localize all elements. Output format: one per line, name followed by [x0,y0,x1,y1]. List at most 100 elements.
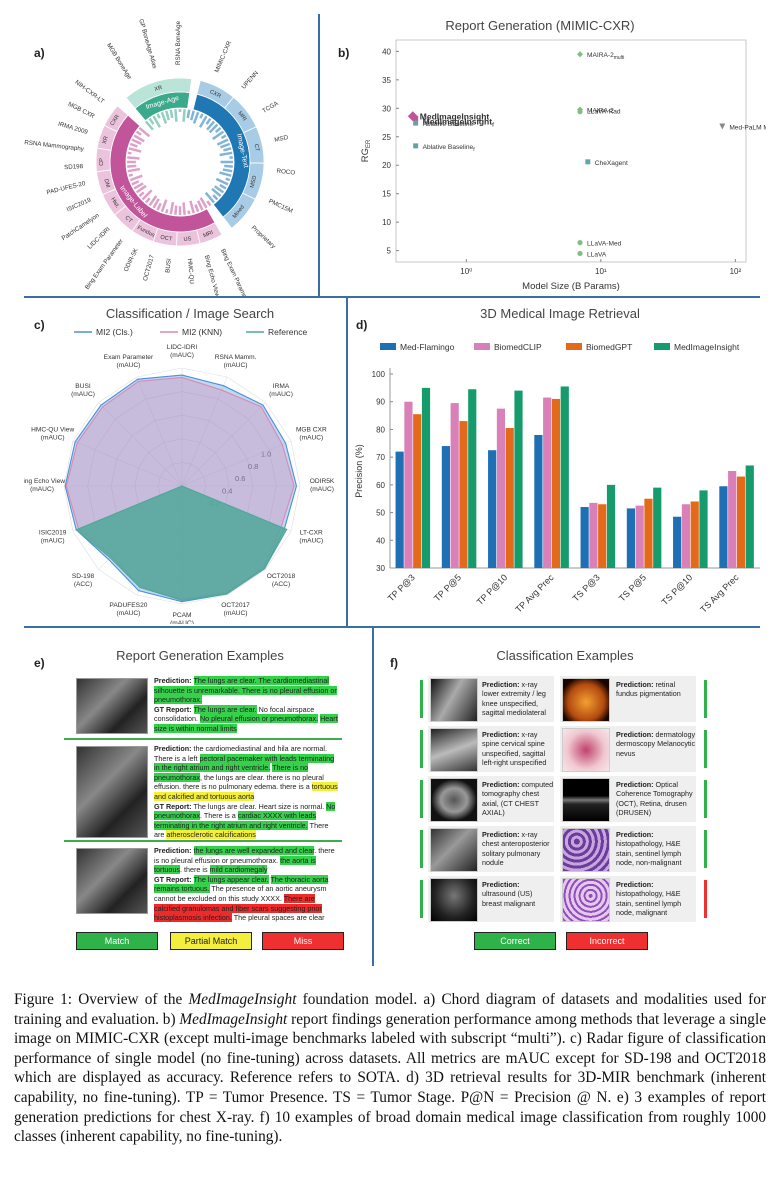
chord-outer-label: GP BoneAge Atlas [137,18,158,69]
scatter-ytick-label: 25 [382,133,391,142]
radar-spoke [72,440,183,487]
classification-prediction: Prediction: x-ray chest anteroposterior … [482,830,554,868]
report-segment: No pleural effusion or pneumothorax. [199,714,319,724]
medical-image-thumbnail [430,828,478,872]
radar-legend-label: MI2 (Cls.) [96,327,133,337]
report-segment: mild cardiomegaly [209,865,268,875]
chord-outer-label: RSNA Mammography [24,139,85,153]
figure-caption: Figure 1: Overview of the MedImageInsigh… [14,990,766,1147]
scatter-ytick-label: 30 [382,104,391,113]
scatter-point-label-sub: f [473,147,475,153]
radar-axis-metric: (mAUC) [310,486,334,493]
report-segment: . there is no pleural effusion or pneumo… [154,846,335,865]
report-text: Prediction: The lungs are clear. The car… [154,676,340,734]
prediction-text: Optical Coherence Tomography (OCT), Reti… [616,780,693,818]
gt-report-label: GT Report: [154,874,194,884]
chord-bar [224,164,233,168]
radar-axis-label: SD-198 [72,573,95,580]
medical-image-thumbnail [562,828,610,872]
radar-axis-metric: (mAUC) [117,610,141,617]
gt-report-label: GT Report: [154,801,194,811]
chord-outer-label: MIMIC-CXR [214,40,234,74]
medical-image-thumbnail [562,678,610,722]
panel-a-label: a) [34,46,45,60]
chord-ring-label: CXR [109,114,121,127]
chord-bar [182,202,186,215]
bar-category-label: TS P@5 [617,572,648,603]
gt-report-label: GT Report: [154,704,194,714]
report-segment: No focal airspace consolidation. [154,704,315,724]
prediction-text: histopathology, H&E stain, sentinel lymp… [616,889,682,918]
radar-axis-metric: (mAUC) [224,610,248,617]
chord-outer-label: IRMA 2009 [57,121,89,137]
chord-outer-label: Bing Exam Parameter [219,248,251,296]
correct-indicator [420,880,423,918]
medical-image-thumbnail [562,728,610,772]
chord-bar [212,130,225,141]
panel-f-label: f) [390,656,398,670]
correct-indicator [420,830,423,868]
radar-axis-metric: (mAUC) [71,391,95,398]
scatter-point [577,51,584,58]
chord-bar [169,109,174,119]
scatter-point-label: CheXagent [595,160,628,167]
scatter-point-label: MedImageInsightf [423,117,494,129]
radar-legend-label: MI2 (KNN) [182,327,222,337]
classification-prediction: Prediction: x-ray spine cervical spine u… [482,730,554,768]
radar-axis-label: OCT2018 [267,573,296,580]
scatter-ytick-label: 40 [382,47,391,56]
report-segment: The lungs are clear. [193,704,257,714]
bar [450,403,459,568]
chord-bar [211,187,222,198]
chord-bar [133,134,145,143]
highlight-legend-miss: Miss [262,932,344,950]
chord-bar [152,115,162,128]
radar-axis-metric: (mAUC) [117,362,141,369]
chord-bar [144,197,151,204]
chord-bar [131,180,140,186]
scatter-point [413,143,419,149]
correct-indicator [704,830,707,868]
radar-tick-label: 0.6 [235,474,245,483]
chord-bar [219,183,227,190]
report-segment: atherosclerotic calcifications [166,830,256,840]
chord-ring-label: XR [102,136,110,145]
radar-spoke [181,402,266,487]
chord-bar [223,147,232,152]
chord-bar [135,184,147,194]
chord-ring-age [125,77,193,109]
chord-outer-label: Bing Echo View [203,254,221,296]
chord-bar [152,198,160,209]
chord-ring-text [222,192,256,229]
bar-legend-swatch [380,343,396,350]
scatter-frame [395,39,747,263]
chord-bar [212,194,219,201]
bar [413,414,422,568]
prediction-text: dermatology dermoscopy Melanocytic nevus [616,730,696,758]
bar [644,498,653,568]
chord-outer-label: PMC15M [267,198,293,215]
chord-outer-label: OCT2017 [142,254,156,282]
prediction-label: Prediction: [482,830,520,839]
scatter-point-label: Med-PaLM M [729,125,766,132]
classification-prediction: Prediction: Optical Coherence Tomography… [616,780,698,818]
bar [496,408,506,568]
radar-axis-metric: (mAUC) [299,435,323,442]
radar-axis-metric: (mAUC) [269,391,293,398]
bar-category-label: TS P@10 [660,572,695,607]
medical-image-thumbnail [430,678,478,722]
prediction-label: Prediction: [154,744,194,753]
chord-bar [199,197,208,209]
radar-spoke [136,376,183,487]
chord-bar [205,117,212,125]
radar-axis-label: Exam Parameter [104,354,154,361]
radar-axis-metric: (mAUC) [170,352,194,359]
bar [404,401,413,568]
chord-bar [127,164,137,168]
report-text: Prediction: the lungs are well expanded … [154,846,340,923]
correct-indicator [420,730,423,768]
bar-category-label: TS Avg Prec [698,572,741,615]
bar-ytick-label: 40 [376,536,385,545]
chord-outer-label: NIH-CXR-LT [74,79,106,106]
